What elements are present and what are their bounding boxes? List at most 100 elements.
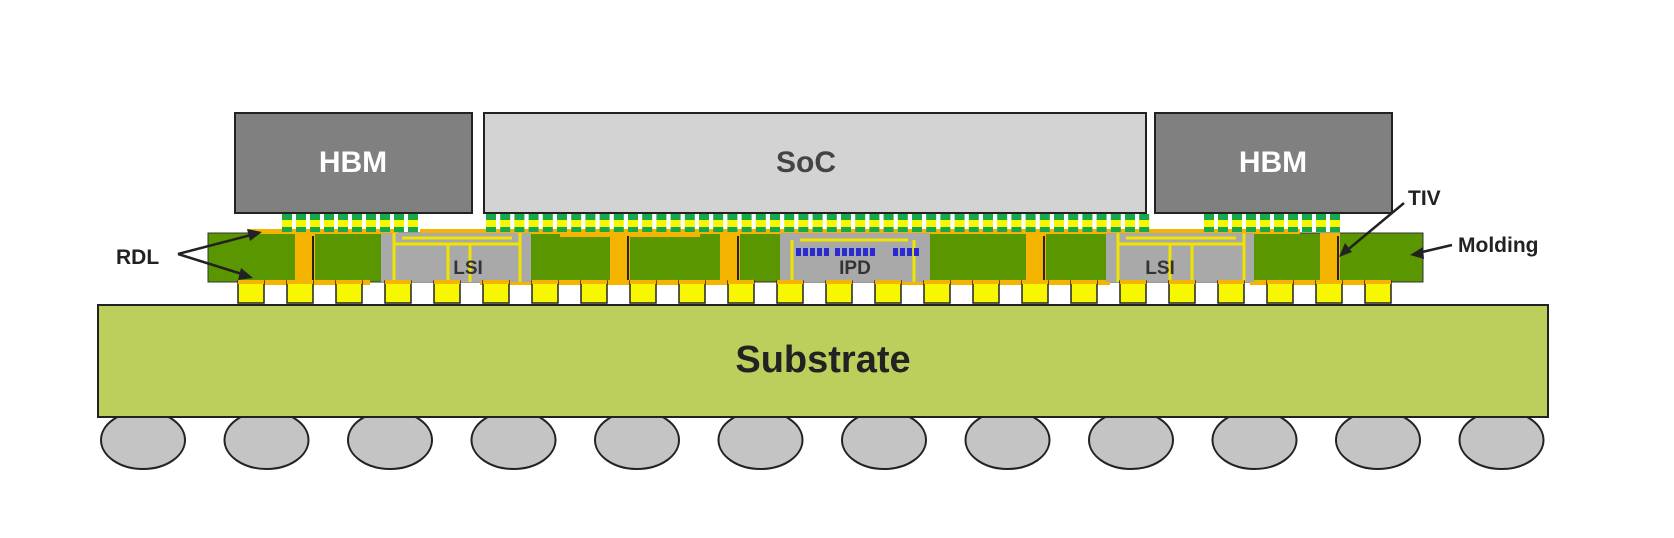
pillar-cap [1218,280,1244,284]
microbump-pad-bottom [366,227,376,232]
microbump-pad-top [310,214,320,220]
hbm-left-label: HBM [319,146,387,179]
pillar [1070,280,1098,304]
solder-ball [1088,410,1174,470]
microbump-pad-bottom [500,227,511,232]
microbump-pad-bottom [684,227,695,232]
microbump [883,220,894,227]
microbump [296,220,306,227]
ipd-capacitor [914,248,919,256]
microbump-pad-top [727,214,738,220]
microbump-pad-top [1068,214,1079,220]
microbump [1068,220,1079,227]
microbump [352,220,362,227]
lsi-bridge-left [381,233,531,282]
microbump [855,220,866,227]
microbump-pad-bottom [1139,227,1150,232]
pillar [776,280,804,304]
pillar [1021,280,1049,304]
tiv [1320,233,1340,282]
microbump [366,220,376,227]
microbump [755,220,766,227]
microbump-pad-bottom [713,227,724,232]
microbump [1260,220,1270,227]
microbump-pad-top [713,214,724,220]
tiv [295,233,315,282]
microbump-pad-bottom [883,227,894,232]
microbump-pad-bottom [486,227,496,232]
pillar-cap [630,280,656,284]
microbump-pad-top [338,214,348,220]
microbump [997,220,1008,227]
microbump-pad-bottom [528,227,539,232]
microbump-pad-bottom [1302,227,1312,232]
microbump-pad-bottom [968,227,979,232]
microbump [983,220,993,227]
microbump-pad-bottom [296,227,306,232]
solder-ball [347,410,433,470]
microbump-pad-top [528,214,539,220]
microbump-pad-bottom [741,227,752,232]
microbump-pad-top [557,214,567,220]
substrate-label: Substrate [735,339,910,381]
microbump [1125,220,1135,227]
microbump [324,220,334,227]
microbump-pad-bottom [1054,227,1064,232]
pillar [335,280,363,304]
microbump-pad-bottom [954,227,965,232]
microbump-pad-bottom [1288,227,1298,232]
lsi-left-wiring [392,233,522,282]
microbump [1054,220,1064,227]
microbump-pad-top [366,214,376,220]
microbump-pad-bottom [940,227,951,232]
ipd-label: IPD [839,258,871,279]
tiv-label: TIV [1408,187,1441,210]
pillar [874,280,902,304]
microbump-pad-top [1054,214,1064,220]
microbump-pad-top [1260,214,1270,220]
pillar [482,280,510,304]
microbump-pad-top [1204,214,1214,220]
microbump-pad-top [912,214,922,220]
microbump-pad-bottom [310,227,320,232]
microbump-pad-bottom [1218,227,1228,232]
microbump-pad-bottom [770,227,780,232]
microbump-pad-bottom [628,227,638,232]
microbump-pad-top [869,214,880,220]
microbump [1011,220,1022,227]
microbump [1139,220,1150,227]
microbump [741,220,752,227]
microbump-pad-top [699,214,709,220]
microbump-pad-top [1218,214,1228,220]
microbump-pad-bottom [1232,227,1242,232]
microbump-pad-top [571,214,582,220]
microbump-pad-top [1246,214,1256,220]
microbump-pad-bottom [656,227,667,232]
pillar-cap [287,280,313,284]
microbump-pad-bottom [1011,227,1022,232]
microbump [826,220,837,227]
microbump-pad-bottom [1246,227,1256,232]
microbump-pad-top [1330,214,1340,220]
ipd-capacitor [817,248,822,256]
microbump [599,220,610,227]
lsi-left-label: LSI [453,258,483,279]
microbump-pad-top [741,214,752,220]
microbump-pad-bottom [1274,227,1284,232]
microbump [408,220,418,227]
solder-ball [1211,410,1298,470]
microbump-pad-top [585,214,596,220]
ipd-capacitor [803,248,808,256]
microbump-pad-bottom [1068,227,1079,232]
microbump [486,220,496,227]
ipd-capacitor [900,248,905,256]
hbm-right-label: HBM [1239,146,1307,179]
pillar-cap [238,280,264,284]
ipd-capacitor [796,248,801,256]
microbump-pad-top [599,214,610,220]
microbump [528,220,539,227]
microbump-pad-bottom [394,227,404,232]
microbump-pad-top [784,214,795,220]
microbump [897,220,908,227]
microbump [380,220,390,227]
